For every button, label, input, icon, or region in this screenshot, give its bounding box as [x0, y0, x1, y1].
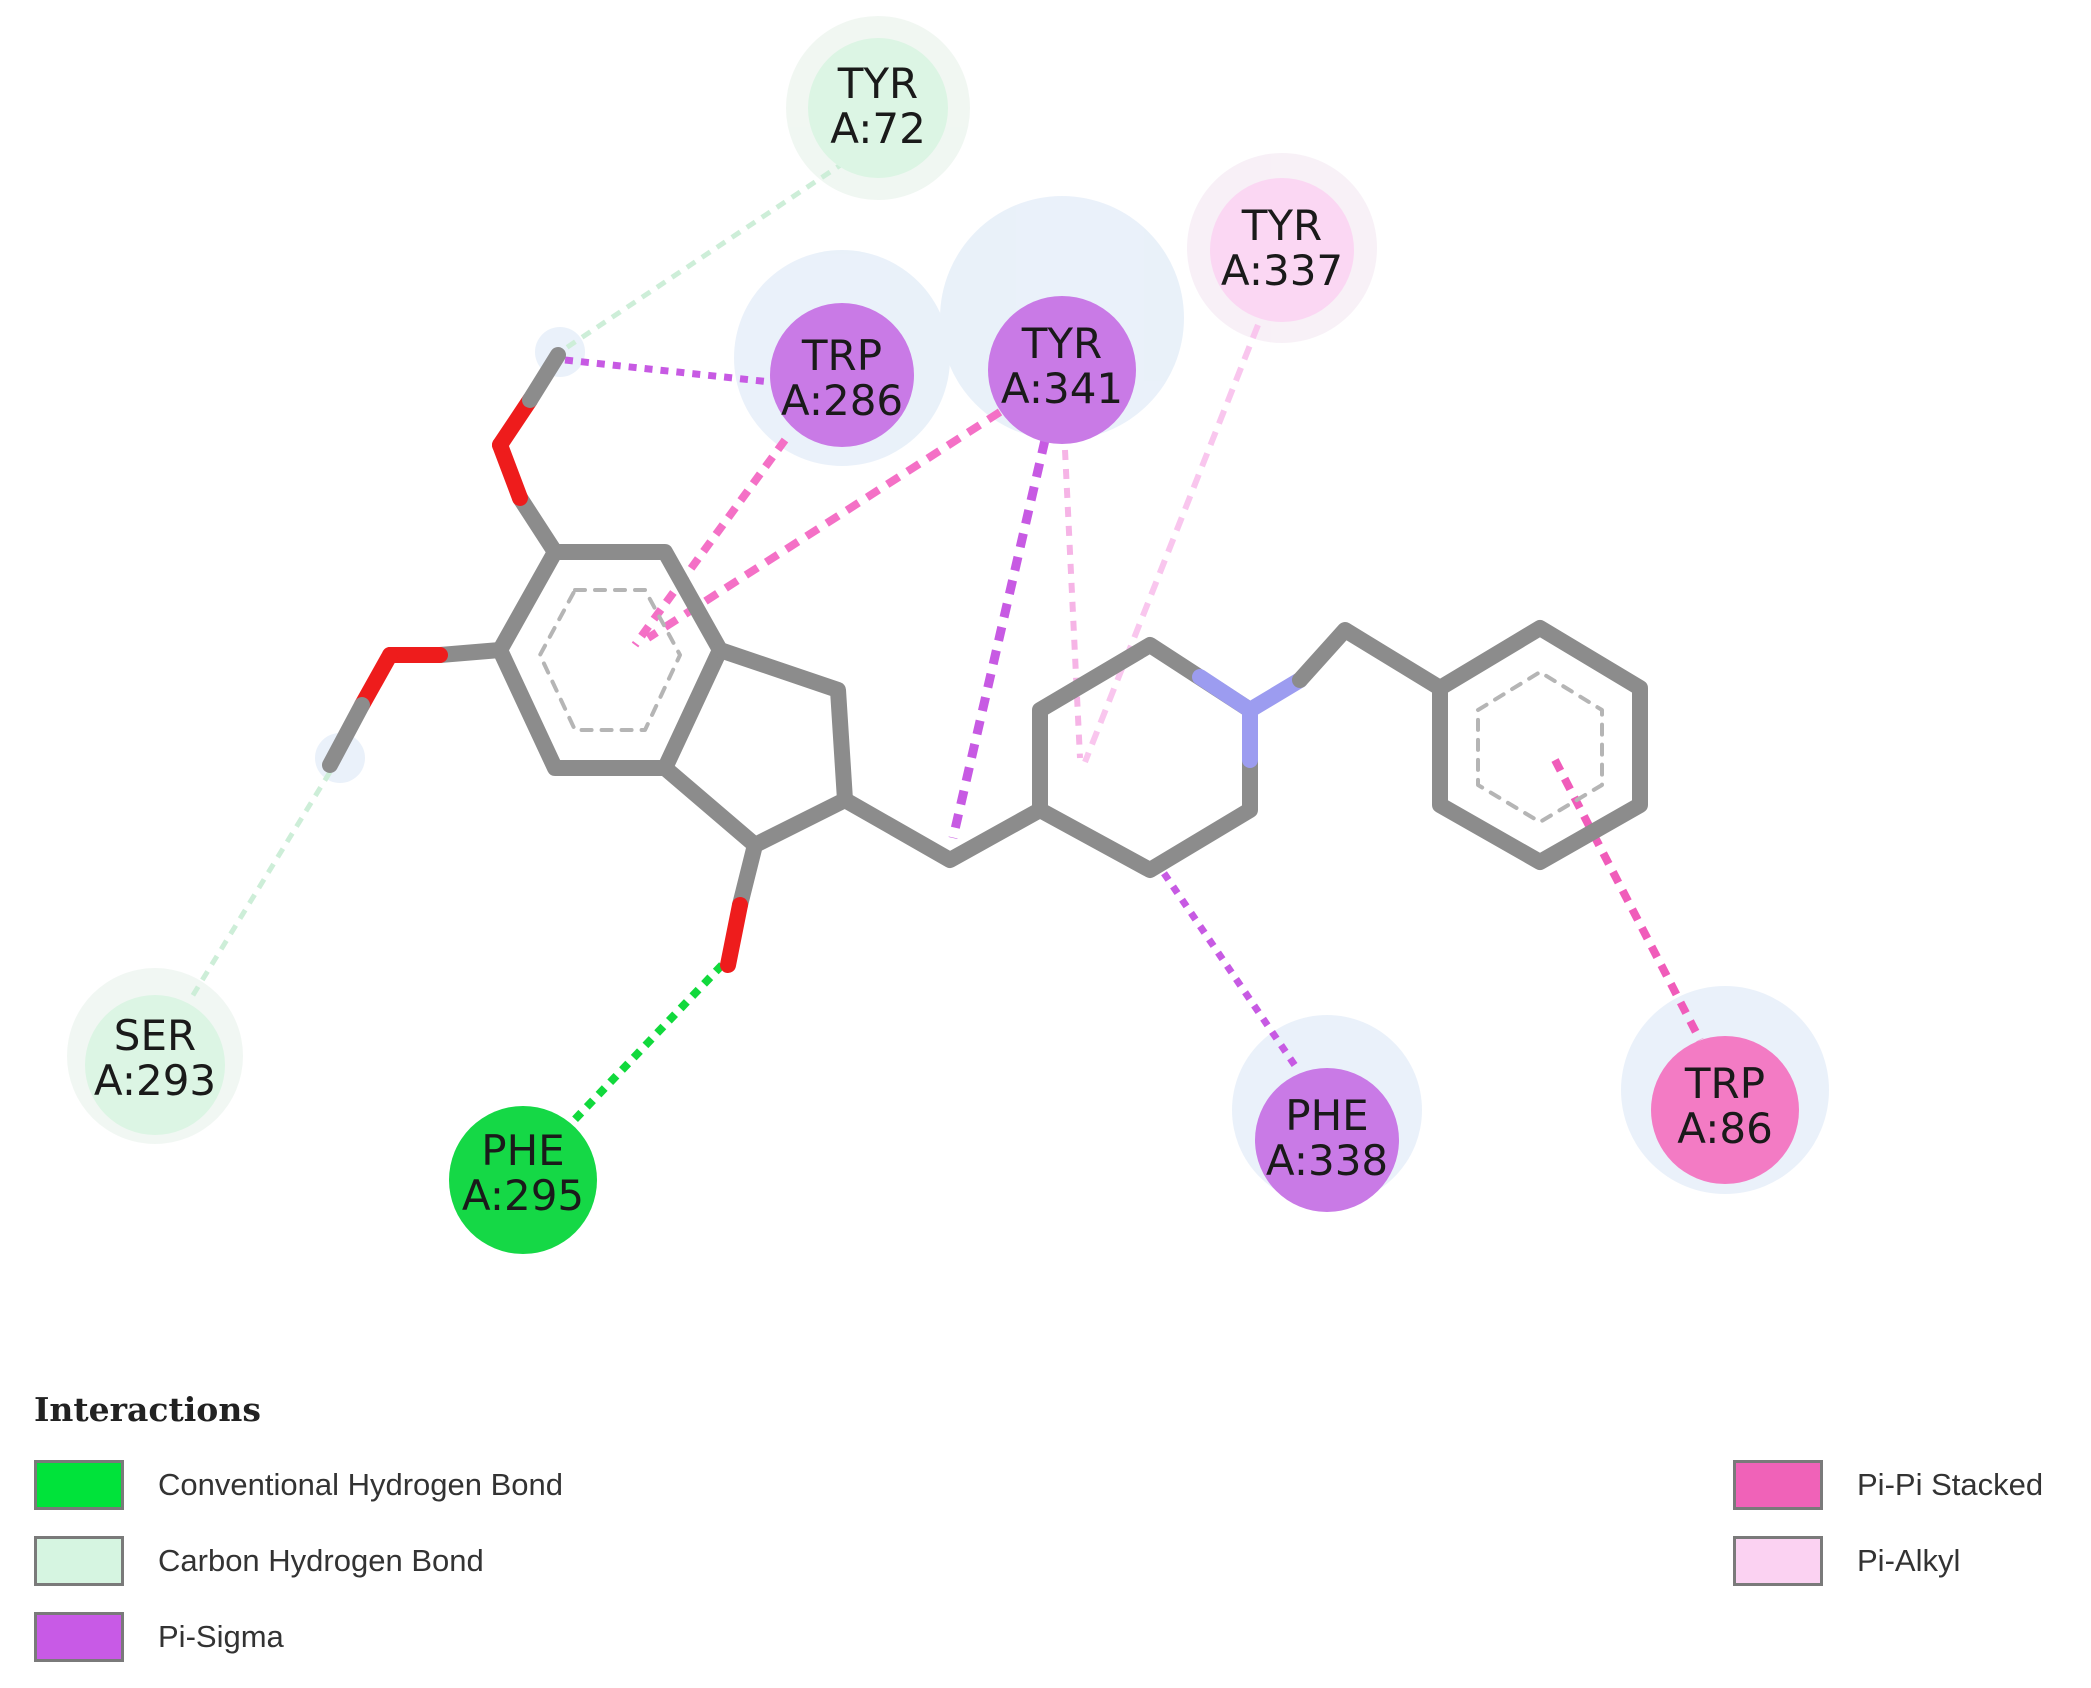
benzyl-phenyl-ring: [1432, 620, 1648, 870]
legend-item-conventional-hbond: Conventional Hydrogen Bond: [34, 1460, 563, 1510]
legend-item-pi-pi-stacked: Pi-Pi Stacked: [1733, 1460, 2043, 1510]
piperidine-n-bond-1: [1192, 669, 1258, 718]
residue-tyr72: TYR A:72: [808, 38, 948, 178]
pi-alkyl-line-trp286-ring: [631, 437, 789, 648]
residue-circle: [988, 296, 1136, 444]
residue-circle: [449, 1106, 597, 1254]
residue-circle: [1210, 178, 1354, 322]
residue-name: TYR: [1241, 201, 1323, 250]
residue-name: PHE: [481, 1126, 564, 1175]
carbon-hbond-line-tyr72: [558, 159, 847, 355]
pi-pi-stacked-line-trp86: [1551, 758, 1704, 1042]
benzyl-linker: [1292, 622, 1448, 696]
methoxy-top-bond-1: [512, 490, 563, 560]
residue-name: TYR: [1021, 319, 1103, 368]
residue-phe338: PHE A:338: [1255, 1068, 1399, 1212]
residue-trp86: TRP A:86: [1651, 1036, 1799, 1184]
piperidine-n-bond-3: [1242, 672, 1308, 718]
residue-name: TYR: [837, 59, 919, 108]
legend-item-carbon-hbond: Carbon Hydrogen Bond: [34, 1536, 484, 1586]
residue-ser293: SER A:293: [85, 995, 225, 1135]
indanone-aromatic-ring: [492, 544, 728, 776]
legend-swatch: [34, 1612, 124, 1662]
ligand-molecule: [322, 347, 1648, 973]
residue-phe295: PHE A:295: [449, 1106, 597, 1254]
residue-position: A:86: [1677, 1104, 1773, 1153]
indanone-aromatic-inner: [538, 588, 682, 732]
residue-tyr341: TYR A:341: [988, 296, 1136, 444]
legend-label: Pi-Pi Stacked: [1857, 1467, 2044, 1502]
legend-title: Interactions: [34, 1390, 261, 1429]
residue-halos: [67, 16, 1829, 1205]
benzyl-phenyl-inner: [1476, 670, 1604, 824]
residue-circle: [1651, 1036, 1799, 1184]
carbonyl-bond-o: [720, 897, 748, 973]
residue-circle: [1255, 1068, 1399, 1212]
conventional-hbond-line-phe295: [557, 962, 725, 1138]
carbon-hbond-line-ser293: [187, 770, 333, 1002]
residue-name: PHE: [1285, 1091, 1368, 1140]
methoxy-left-bond-4: [322, 697, 370, 773]
pi-sigma-line-trp286-methyl: [564, 356, 781, 387]
pi-alkyl-line-tyr337-piperidine: [1082, 323, 1261, 764]
pi-alkyl-line-tyr341-ring: [645, 408, 1003, 642]
legend-label: Pi-Sigma: [158, 1619, 284, 1654]
methoxy-top-bond-4: [522, 347, 566, 408]
residue-position: A:295: [462, 1171, 584, 1220]
residue-tyr337: TYR A:337: [1210, 178, 1354, 322]
methylene-linker: [837, 792, 1048, 868]
legend-item-pi-alkyl: Pi-Alkyl: [1733, 1536, 1960, 1586]
residue-position: A:337: [1221, 246, 1343, 295]
methoxy-top-bond-3: [492, 392, 538, 453]
methoxy-left-bond-1: [432, 642, 508, 663]
residue-trp286: TRP A:286: [770, 303, 914, 447]
carbonyl-bond-c: [732, 837, 763, 913]
pi-sigma-line-phe338: [1152, 858, 1301, 1072]
residue-position: A:293: [94, 1056, 216, 1105]
legend-label: Carbon Hydrogen Bond: [158, 1543, 484, 1578]
residue-position: A:338: [1266, 1136, 1388, 1185]
residue-position: A:286: [781, 376, 903, 425]
residue-name: TRP: [801, 331, 882, 380]
legend-swatch: [1733, 1536, 1823, 1586]
residue-name: TRP: [1684, 1059, 1765, 1108]
legend-label: Pi-Alkyl: [1857, 1543, 1961, 1578]
pi-sigma-line-tyr341-ch2: [948, 438, 1050, 840]
legend-item-pi-sigma: Pi-Sigma: [34, 1612, 284, 1662]
methoxy-top-bond-2: [492, 437, 528, 506]
legend-swatch: [34, 1460, 124, 1510]
methoxy-left-bond-3: [354, 647, 398, 713]
residue-position: A:72: [830, 104, 926, 153]
interaction-lines: [187, 159, 1704, 1138]
residue-circle: [770, 303, 914, 447]
residue-circle: [808, 38, 948, 178]
piperidine-ring: [1032, 637, 1258, 878]
residue-position: A:341: [1001, 364, 1123, 413]
legend-swatch: [34, 1536, 124, 1586]
legend-swatch: [1733, 1460, 1823, 1510]
pi-alkyl-line-tyr341-piperidine: [1062, 449, 1083, 759]
residue-name: SER: [114, 1011, 196, 1060]
residue-circle: [85, 995, 225, 1135]
indanone-five-ring: [657, 642, 853, 853]
legend-label: Conventional Hydrogen Bond: [158, 1467, 563, 1502]
